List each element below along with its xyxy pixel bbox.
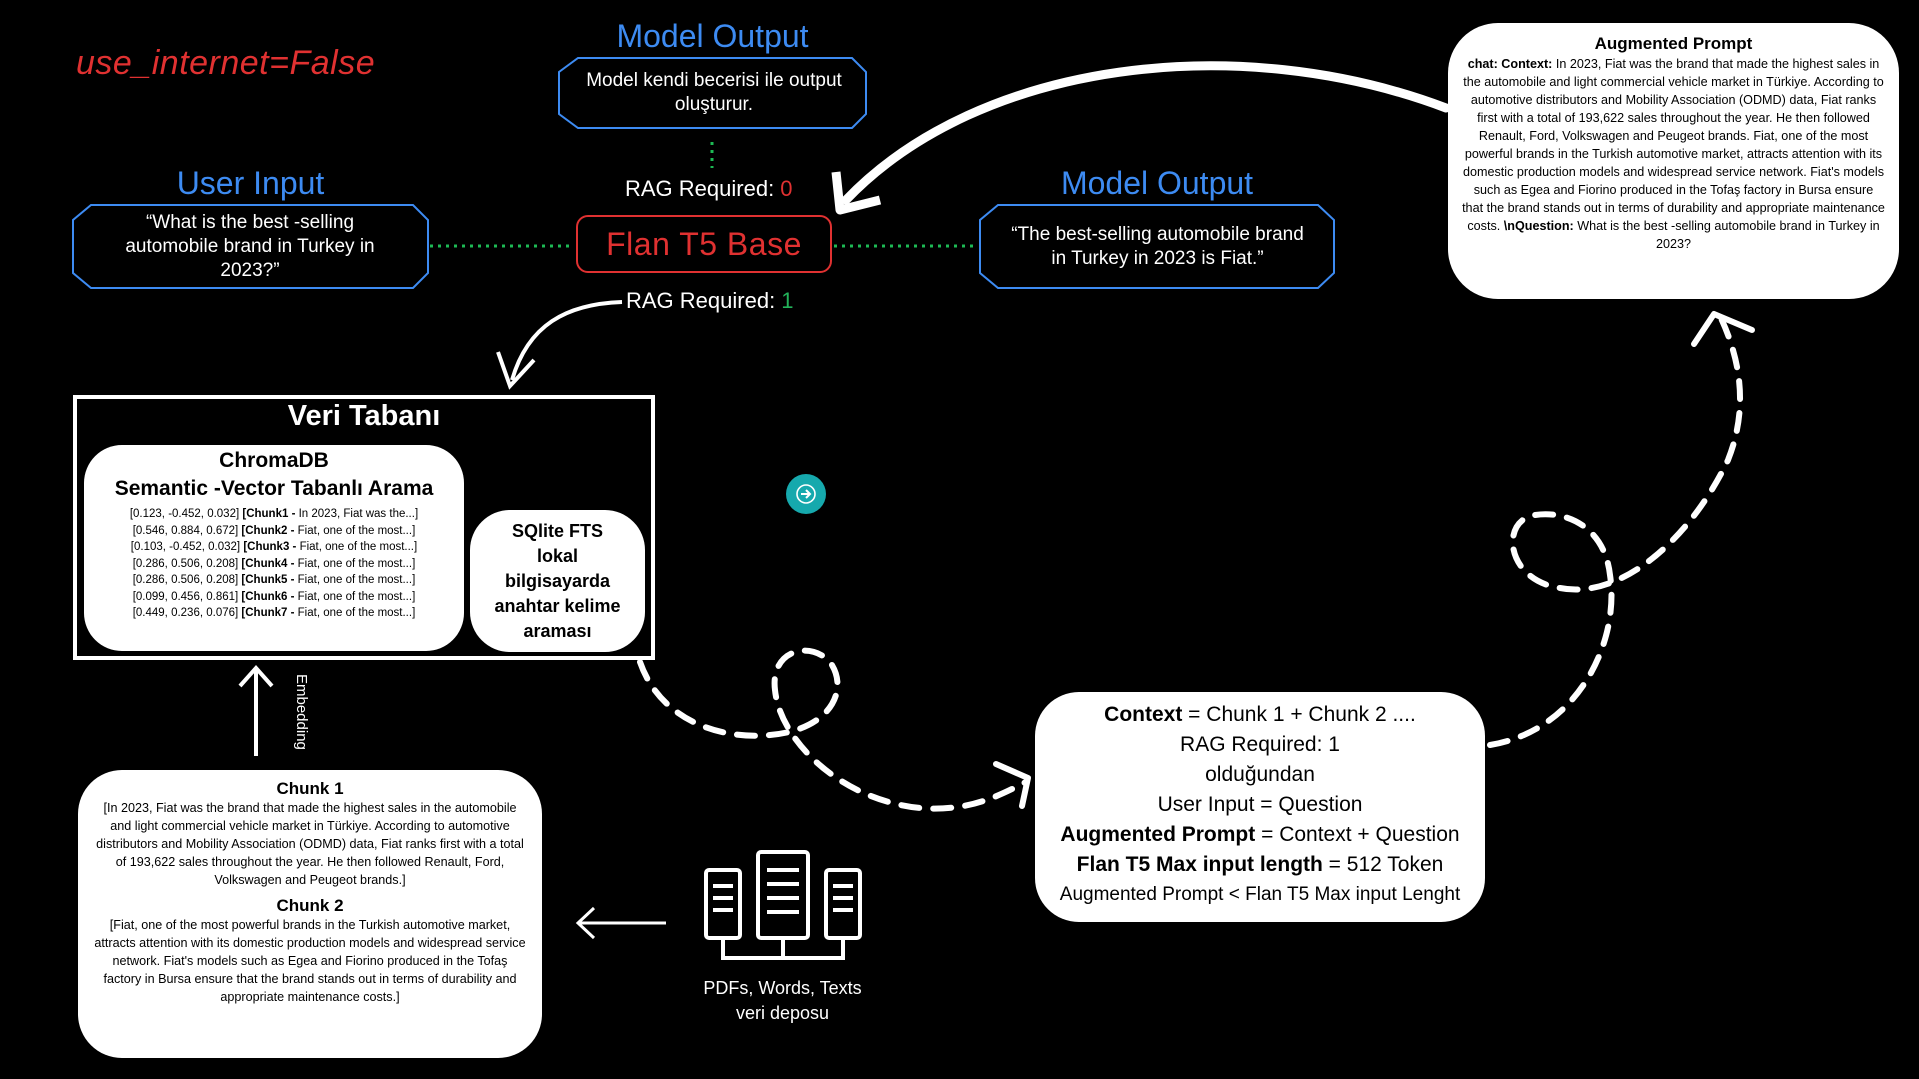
storage-label: PDFs, Words, Texts veri deposu [680,976,885,1026]
context-to-augmented-dashed-arrow [1487,309,1743,748]
storage-label-line2: veri deposu [735,1003,830,1023]
vector-snippet: Fiat, one of the most...] [297,557,416,570]
db-to-context-arrowhead [993,761,1031,809]
chromadb-title: ChromaDB [219,449,329,472]
flan-t5-base-node: Flan T5 Base [576,215,832,273]
model-output-right-title: Model Output [1060,165,1254,201]
rag-zero-label: RAG Required: [625,176,781,201]
augmented-prompt-title: Augmented Prompt [1594,34,1753,53]
vector-list: [0.123, -0.452, 0.032] [Chunk1 - In 2023… [84,506,464,622]
vector-chunk: [Chunk5 - [241,574,295,586]
vector-values: [0.123, -0.452, 0.032] [129,508,240,520]
vector-row: [0.286, 0.506, 0.208] [Chunk4 - Fiat, on… [84,556,464,573]
next-button[interactable] [786,474,826,514]
vector-snippet: Fiat, one of the most...] [297,524,416,537]
max-length-line: Flan T5 Max input length = 512 Token [1035,850,1485,880]
server-stack-icon [704,850,862,960]
chunk2-title: Chunk 2 [276,896,344,915]
length-comparison-line: Augmented Prompt < Flan T5 Max input Len… [1059,884,1461,905]
max-length-value: = 512 Token [1322,853,1444,876]
arrow-right-circle-icon [796,484,816,504]
vector-values: [0.099, 0.456, 0.861] [132,590,239,603]
augmented-to-flan-arrowhead [831,171,882,215]
vector-chunk: [Chunk6 - [241,590,295,603]
vector-snippet: In 2023, Fiat was the...] [298,508,419,520]
model-output-top-text: Model kendi becerisi ile output oluşturu… [586,70,842,115]
augmented-prompt-body: chat: Context: In 2023, Fiat was the bra… [1462,55,1885,253]
chromadb-panel: ChromaDB Semantic -Vector Tabanlı Arama … [84,445,464,651]
vector-chunk: [Chunk4 - [241,557,295,570]
augmented-prefix: chat: Context: [1467,57,1553,71]
vector-snippet: Fiat, one of the most...] [297,574,416,586]
embedding-arrowhead [238,664,274,688]
vector-row: [0.449, 0.236, 0.076] [Chunk7 - Fiat, on… [84,605,464,622]
use-internet-flag: use_internet=False [76,44,376,82]
storage-label-line1: PDFs, Words, Texts [703,978,862,998]
rag-one-label: RAG Required: [626,288,782,313]
rag-zero-value: 0 [780,176,793,201]
vector-row: [0.099, 0.456, 0.861] [Chunk6 - Fiat, on… [84,589,464,606]
augmented-prompt-value: = Context + Question [1255,823,1460,846]
augmented-question-label: \nQuestion: [1500,219,1574,233]
question-line: User Input = Question [1157,793,1363,816]
vector-chunk: [Chunk3 - [243,541,297,553]
because-line: olduğundan [1205,763,1315,786]
context-value: = Chunk 1 + Chunk 2 .... [1182,703,1416,726]
chunk2-text: [Fiat, one of the most powerful brands i… [94,918,526,1004]
vector-values: [0.286, 0.506, 0.208] [132,574,239,586]
rag-required-zero: RAG Required: 0 [625,176,793,202]
chunk1-text: [In 2023, Fiat was the brand that made t… [96,801,524,887]
rag-to-db-arrowhead [496,351,536,390]
vector-row: [0.103, -0.452, 0.032] [Chunk3 - Fiat, o… [84,539,464,556]
rag-to-db-arrow [510,300,623,381]
rag-one-value: 1 [781,288,794,313]
model-output-right-text: “The best-selling automobile brand in Tu… [1011,224,1304,269]
vector-row: [0.286, 0.506, 0.208] [Chunk5 - Fiat, on… [84,572,464,589]
vector-snippet: Fiat, one of the most...] [297,590,416,603]
augmented-prompt-label: Augmented Prompt [1060,823,1256,846]
vector-values: [0.546, 0.884, 0.672] [132,524,239,537]
vector-row: [0.546, 0.884, 0.672] [Chunk2 - Fiat, on… [84,523,464,540]
vector-row: [0.123, -0.452, 0.032] [Chunk1 - In 2023… [84,506,464,523]
vector-snippet: Fiat, one of the most...] [299,541,418,553]
vector-snippet: Fiat, one of the most...] [297,607,416,619]
user-input-title: User Input [176,165,325,201]
model-output-top-title: Model Output [616,18,809,54]
augmented-prompt-line: Augmented Prompt = Context + Question [1035,820,1485,850]
embedding-label: Embedding [293,674,310,750]
context-panel: Context = Chunk 1 + Chunk 2 .... RAG Req… [1035,692,1485,922]
chromadb-subtitle: Semantic -Vector Tabanlı Arama [114,477,434,500]
database-frame [73,395,655,660]
augmented-prompt-panel: Augmented Prompt chat: Context: In 2023,… [1448,23,1899,299]
rag-required-line: RAG Required: 1 [1180,733,1340,756]
vector-chunk: [Chunk7 - [241,607,295,619]
chunk1-title: Chunk 1 [276,779,344,798]
context-line: Context = Chunk 1 + Chunk 2 .... [1035,700,1485,730]
vector-values: [0.286, 0.506, 0.208] [132,557,239,570]
database-title: Veri Tabanı [287,400,441,432]
sqlite-fts-panel: SQlite FTS lokal bilgisayarda anahtar ke… [470,510,645,652]
context-label: Context [1104,703,1183,726]
rag-required-one: RAG Required: 1 [626,288,794,314]
vector-values: [0.103, -0.452, 0.032] [130,541,241,553]
vector-chunk: [Chunk1 - [242,508,296,520]
max-length-label: Flan T5 Max input length [1076,853,1323,876]
storage-to-chunks-arrowhead [575,906,596,940]
chunks-panel: Chunk 1 [In 2023, Fiat was the brand tha… [78,770,542,1058]
user-input-text: “What is the best -selling automobile br… [125,212,375,281]
vector-chunk: [Chunk2 - [241,524,295,537]
augmented-context-text: In 2023, Fiat was the brand that made th… [1462,57,1885,233]
context-to-augmented-arrowhead [1691,311,1755,347]
augmented-question-text: What is the best -selling automobile bra… [1573,219,1880,251]
db-to-context-dashed-arrow [637,647,1029,812]
vector-values: [0.449, 0.236, 0.076] [132,607,239,619]
